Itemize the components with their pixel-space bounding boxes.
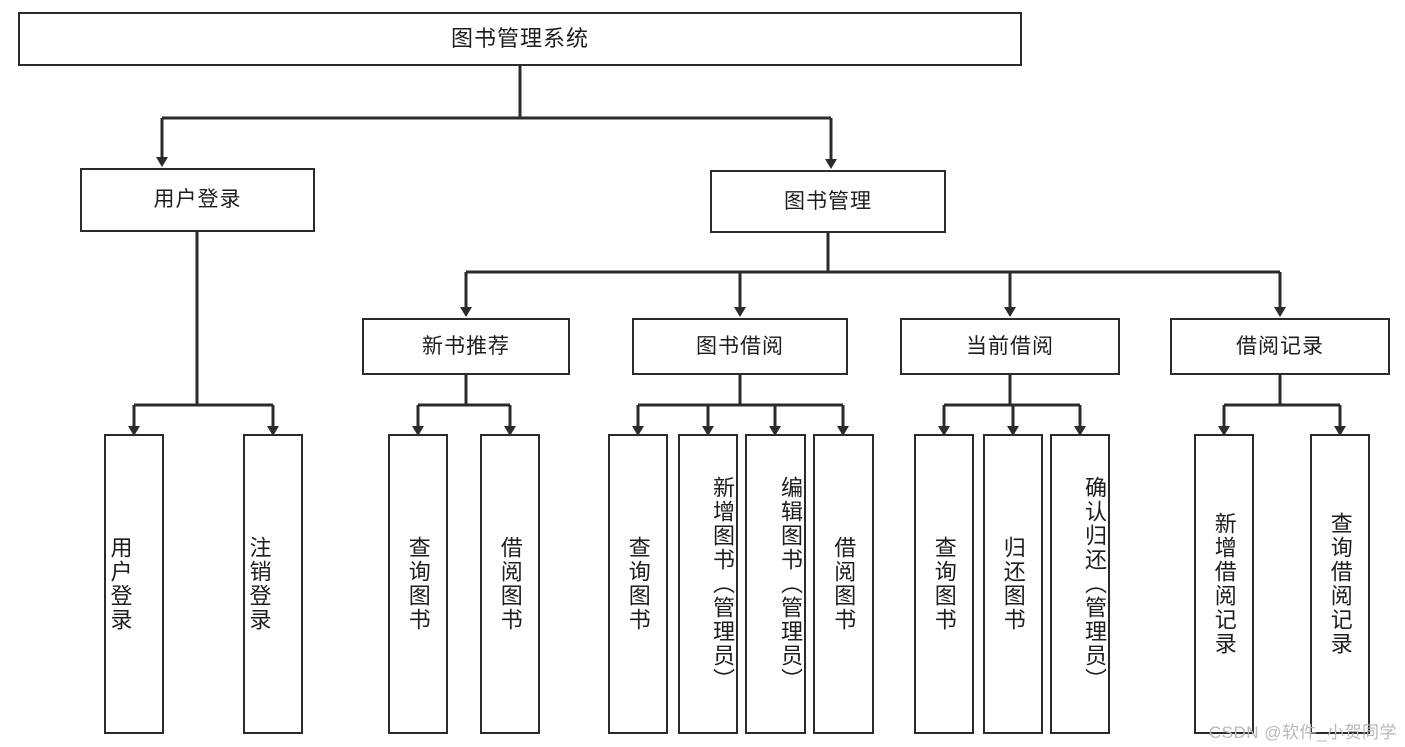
node-user-login[interactable]: 用户登录 [80,168,315,232]
leaf-record-query-record[interactable]: 查询借阅记录 [1310,434,1370,734]
leaf-new-book-borrow[interactable]: 借阅图书 [480,434,540,734]
leaf-current-query-book[interactable]: 查询图书 [914,434,974,734]
leaf-borrow-query-book[interactable]: 查询图书 [608,434,668,734]
node-current-borrow[interactable]: 当前借阅 [900,318,1120,375]
leaf-borrow-add-book-admin[interactable]: 新增图书（管理员） [678,434,738,734]
leaf-current-confirm-return-admin[interactable]: 确认归还（管理员） [1050,434,1110,734]
leaf-new-book-query[interactable]: 查询图书 [388,434,448,734]
node-book-borrow[interactable]: 图书借阅 [632,318,848,375]
node-book-management[interactable]: 图书管理 [710,170,946,233]
leaf-record-add-record[interactable]: 新增借阅记录 [1194,434,1254,734]
leaf-borrow-edit-book-admin[interactable]: 编辑图书（管理员） [745,434,806,734]
node-root[interactable]: 图书管理系统 [18,12,1022,66]
watermark-text: CSDN @软件_小贺同学 [1208,723,1397,742]
leaf-user-login-login[interactable]: 用户登录 [104,434,164,734]
node-new-book-recommend[interactable]: 新书推荐 [362,318,570,375]
leaf-current-return-book[interactable]: 归还图书 [983,434,1043,734]
leaf-borrow-borrow-book[interactable]: 借阅图书 [813,434,874,734]
node-borrow-record[interactable]: 借阅记录 [1170,318,1390,375]
leaf-user-login-logout[interactable]: 注销登录 [243,434,303,734]
